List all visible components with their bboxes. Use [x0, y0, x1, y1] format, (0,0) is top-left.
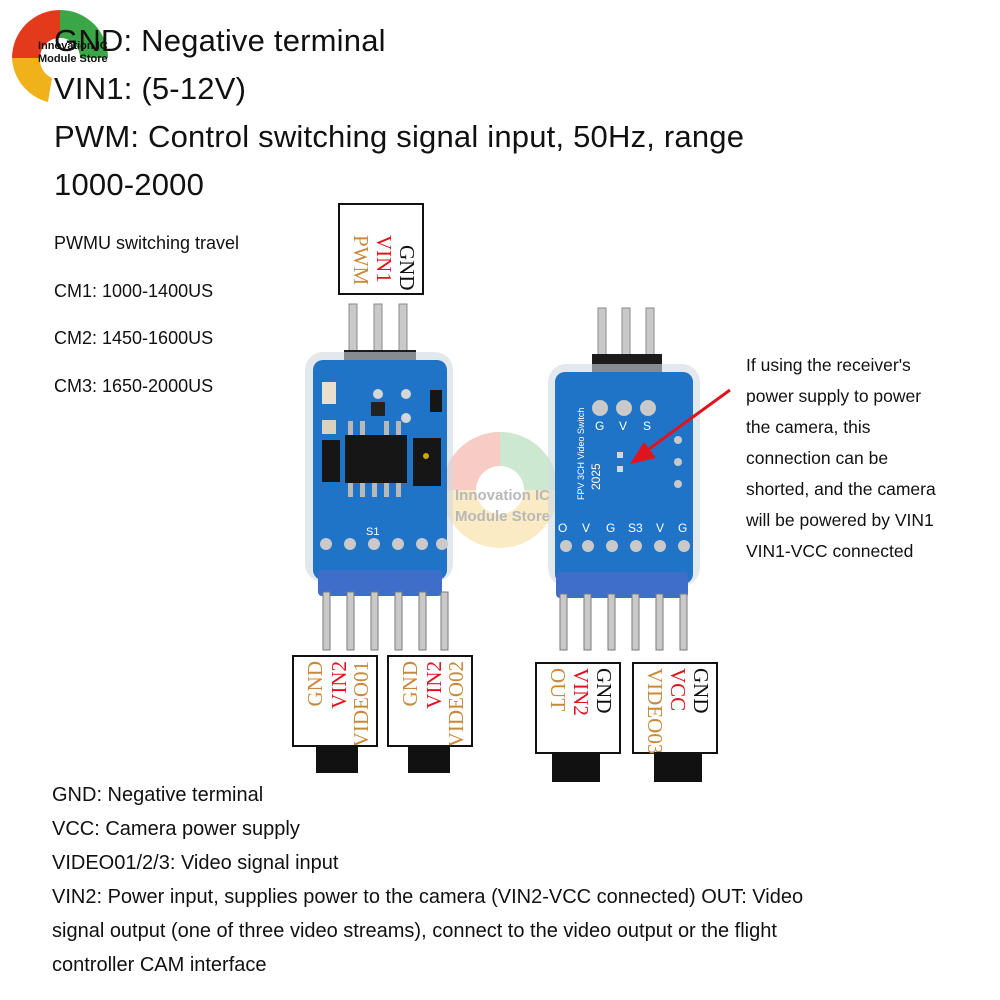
logo-line-1: Innovation IC — [38, 40, 108, 52]
connector-box-1: VIDEO01 VIN2 GND — [292, 655, 378, 747]
connector-box-4: GND VCC VIDEO03 — [632, 662, 718, 754]
back-top-pads — [592, 400, 656, 416]
back-silk-o: O — [558, 521, 567, 535]
front-bottom-header — [318, 570, 442, 596]
back-silk-g2: G — [678, 521, 687, 535]
note-line-6: will be powered by VIN1 — [746, 510, 934, 530]
c2-gnd: GND — [398, 661, 422, 707]
connector-plug-3 — [552, 752, 600, 782]
c4-gnd: GND — [689, 668, 713, 714]
board-illustration: Innovation IC Module Store S1 — [305, 303, 731, 651]
switching-cm2: CM2: 1450-1600US — [54, 328, 214, 348]
logo-line-2: Module Store — [38, 53, 108, 65]
front-silk-s1: S1 — [366, 526, 379, 538]
switching-cm3: CM3: 1650-2000US — [54, 376, 214, 396]
watermark-icon — [442, 432, 558, 548]
back-silk-v2: V — [656, 521, 664, 535]
front-bottom-pads — [320, 538, 448, 550]
c1-gnd: GND — [303, 661, 327, 707]
header-vin1: VIN1: (5-12V) — [54, 71, 247, 106]
c1-video01: VIDEO01 — [349, 661, 373, 748]
note-line-1: If using the receiver's — [746, 355, 911, 375]
header-pwm-2: 1000-2000 — [54, 167, 205, 202]
legend-vcc: VCC: Camera power supply — [52, 818, 300, 840]
note-line-3: the camera, this — [746, 417, 871, 437]
connector-box-2: VIDEO02 VIN2 GND — [387, 655, 473, 747]
note-line-4: connection can be — [746, 448, 889, 468]
c4-video03: VIDEO03 — [643, 668, 667, 755]
back-bottom-pins — [559, 593, 688, 651]
legend-vin2-2: signal output (one of three video stream… — [52, 920, 777, 942]
back-silk-name: FPV 3CH Video Switch — [576, 408, 586, 500]
back-silk-v1: V — [582, 521, 590, 535]
legend-video: VIDEO01/2/3: Video signal input — [52, 852, 339, 874]
connector-box-3: GND VIN2 OUT — [535, 662, 621, 754]
c3-out: OUT — [546, 668, 570, 712]
c3-gnd: GND — [592, 668, 616, 714]
back-silk-v: V — [619, 419, 627, 433]
back-silk-s: S — [643, 419, 651, 433]
arrow-icon — [630, 388, 731, 464]
c4-vcc: VCC — [666, 668, 690, 712]
switching-cm1: CM1: 1000-1400US — [54, 281, 214, 301]
watermark-line-2: Module Store — [455, 508, 550, 525]
note-line-2: power supply to power — [746, 386, 922, 406]
note-line-5: shorted, and the camera — [746, 479, 936, 499]
watermark-line-1: Innovation IC — [455, 487, 550, 504]
back-silk-year: 2025 — [589, 463, 603, 490]
legend-vin2-3: controller CAM interface — [52, 954, 267, 976]
pin-label-pwm: PWM — [349, 235, 373, 286]
back-pcb — [555, 372, 693, 584]
legend-gnd: GND: Negative terminal — [52, 784, 264, 806]
header-pwm-1: PWM: Control switching signal input, 50H… — [54, 119, 745, 154]
c2-vin2: VIN2 — [422, 661, 446, 709]
back-side-pads — [674, 436, 682, 488]
pin-label-gnd: GND — [395, 245, 419, 291]
c1-vin2: VIN2 — [327, 661, 351, 709]
header-gnd: GND: Negative terminal — [54, 23, 386, 58]
brand-logo: Innovation IC Module Store — [0, 0, 120, 110]
c3-vin2: VIN2 — [569, 668, 593, 716]
legend-vin2-1: VIN2: Power input, supplies power to the… — [52, 886, 804, 908]
connector-plug-1 — [316, 745, 358, 773]
back-silk-g1: G — [606, 521, 615, 535]
switching-title: PWMU switching travel — [54, 233, 240, 253]
back-silk-g: G — [595, 419, 604, 433]
front-bottom-pins — [322, 591, 449, 651]
back-top-header-pins — [597, 307, 655, 359]
solder-bridge-pad-2 — [617, 466, 623, 472]
connector-plug-4 — [654, 752, 702, 782]
back-silk-s3: S3 — [628, 521, 643, 535]
note-line-7: VIN1-VCC connected — [746, 541, 914, 561]
front-top-header-pins — [348, 303, 408, 355]
solder-bridge-pad-1 — [617, 452, 623, 458]
front-components — [322, 382, 442, 497]
logo-icon — [12, 10, 108, 102]
pin-label-vin1: VIN1 — [372, 235, 396, 283]
top-pin-label-box: GND VIN1 PWM — [338, 203, 424, 295]
c2-video02: VIDEO02 — [444, 661, 468, 748]
connector-plug-2 — [408, 745, 450, 773]
bridge-note: If using the receiver's power supply to … — [746, 350, 936, 567]
back-bottom-header — [556, 572, 688, 598]
legend: GND: Negative terminal VCC: Camera power… — [52, 778, 803, 982]
back-bottom-pads — [560, 540, 690, 552]
